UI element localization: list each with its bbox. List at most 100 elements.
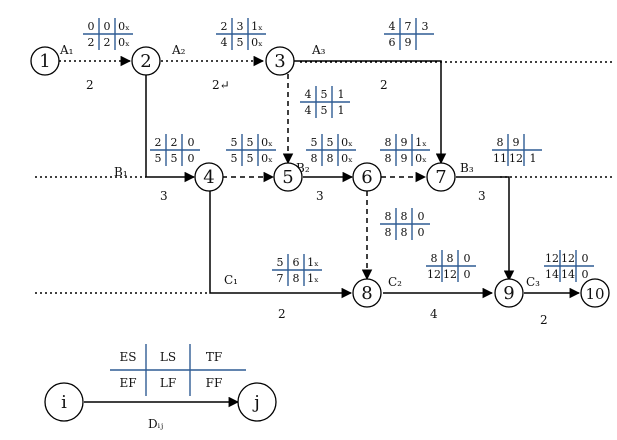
activity-c1-arrow: [209, 191, 353, 299]
legend-lf: LF: [160, 376, 176, 390]
time-box-c1-tf: 1ₓ: [307, 256, 319, 269]
time-box-c2-ls: 8: [447, 252, 454, 265]
time-box-d67-ef: 8: [385, 152, 392, 165]
time-box-c3-lf: 14: [561, 268, 575, 281]
time-box-b1-es: 2: [155, 136, 162, 149]
time-box-b2-ff: 0ₓ: [341, 152, 353, 165]
time-box-b2-es: 5: [311, 136, 318, 149]
time-box-d35-tf: 1: [338, 88, 345, 101]
activity-b1-arrow: [145, 74, 196, 183]
time-box-c2-ff: 0: [464, 268, 471, 281]
time-box-a2-ff: 0ₓ: [251, 36, 263, 49]
time-box-a1-ff: 0ₓ: [118, 36, 130, 49]
activity-c2-label: C₂: [388, 275, 402, 289]
activity-a2-duration: 2↵: [212, 78, 230, 92]
time-box-c3-tf: 0: [582, 252, 589, 265]
activity-a3-arrow: [294, 60, 447, 165]
legend-node-j: [237, 382, 277, 422]
time-box-d45-ff: 0ₓ: [261, 152, 273, 165]
activity-b2-duration: 3: [316, 189, 324, 203]
legend-node-i: [44, 382, 84, 422]
time-box-d35-ef: 4: [305, 104, 312, 117]
time-box-d67-tf: 1ₓ: [415, 136, 427, 149]
time-box-a1-tf: 0ₓ: [118, 20, 130, 33]
node-10: 10: [580, 278, 610, 308]
time-box-a3-lf: 9: [405, 36, 412, 49]
time-box-a2-lf: 5: [237, 36, 244, 49]
time-box-b3-ls: 9: [513, 136, 520, 149]
time-box-a2-es: 2: [221, 20, 228, 33]
time-box-b2-lf: 8: [327, 152, 334, 165]
time-box-d35-ls: 5: [321, 88, 328, 101]
time-box-d35-lf: 5: [321, 104, 328, 117]
time-box-b1-ef: 5: [155, 152, 162, 165]
time-box-c3-ls: 12: [561, 252, 575, 265]
activity-b3-arrow: [456, 176, 515, 282]
activity-b1-duration: 3: [160, 189, 168, 203]
legend-ls: LS: [160, 350, 176, 364]
time-box-d45-ef: 5: [231, 152, 238, 165]
time-box-d35-ff: 1: [338, 104, 345, 117]
time-box-d67-lf: 9: [401, 152, 408, 165]
activity-c3-duration: 2: [540, 313, 548, 327]
time-box-c2-ef: 12: [427, 268, 441, 281]
time-box-b2-ls: 5: [327, 136, 334, 149]
time-box-c1-ls: 6: [293, 256, 300, 269]
time-box-c1-ef: 7: [277, 272, 284, 285]
node-9: 9: [494, 278, 524, 308]
node-7-label: 7: [435, 167, 446, 188]
node-8: 8: [352, 278, 382, 308]
time-box-c3-ef: 14: [545, 268, 559, 281]
node-8-label: 8: [361, 283, 372, 304]
time-box-c2-tf: 0: [464, 252, 471, 265]
time-box-c1-lf: 8: [293, 272, 300, 285]
time-box-c3-ff: 0: [582, 268, 589, 281]
time-box-b1-ls: 2: [171, 136, 178, 149]
time-box-d67-ff: 0ₓ: [415, 152, 427, 165]
time-box-c1-es: 5: [277, 256, 284, 269]
time-box-b1-tf: 0: [188, 136, 195, 149]
time-box-a1-ef: 2: [88, 36, 95, 49]
node-1: 1: [30, 46, 60, 76]
time-box-d45-tf: 0ₓ: [261, 136, 273, 149]
time-box-d68-ls: 8: [401, 210, 408, 223]
legend-ef: EF: [119, 376, 136, 390]
node-5: 5: [273, 162, 303, 192]
time-box-b1-ff: 0: [188, 152, 195, 165]
time-box-a3-ls: 7: [405, 20, 412, 33]
node-1-label: 1: [39, 51, 50, 72]
time-box-d45-ls: 5: [247, 136, 254, 149]
time-box-d68-ff: 0: [418, 226, 425, 239]
time-box-d45-es: 5: [231, 136, 238, 149]
activity-a2-label: A₂: [171, 43, 186, 57]
legend-tf: TF: [206, 350, 222, 364]
activity-b3-duration: 3: [478, 189, 486, 203]
time-box-a3-tf: 3: [422, 20, 429, 33]
time-box-d67-ls: 9: [401, 136, 408, 149]
node-3: 3: [265, 46, 295, 76]
node-3-label: 3: [274, 51, 285, 72]
time-box-b3-ef: 11: [493, 152, 507, 165]
time-box-d45-lf: 5: [247, 152, 254, 165]
activity-a3-duration: 2: [380, 78, 388, 92]
time-box-c3-es: 12: [545, 252, 559, 265]
time-box-a1-ls: 0: [104, 20, 111, 33]
legend-ff: FF: [206, 376, 223, 390]
time-box-a2-tf: 1ₓ: [251, 20, 263, 33]
activity-b3-label: B₃: [460, 161, 474, 175]
activity-a3-label: A₃: [311, 43, 326, 57]
activity-a1-duration: 2: [86, 78, 94, 92]
node-4-label: 4: [203, 167, 214, 188]
legend: ES LS TF EF LF FF i j Dᵢⱼ: [44, 344, 277, 431]
